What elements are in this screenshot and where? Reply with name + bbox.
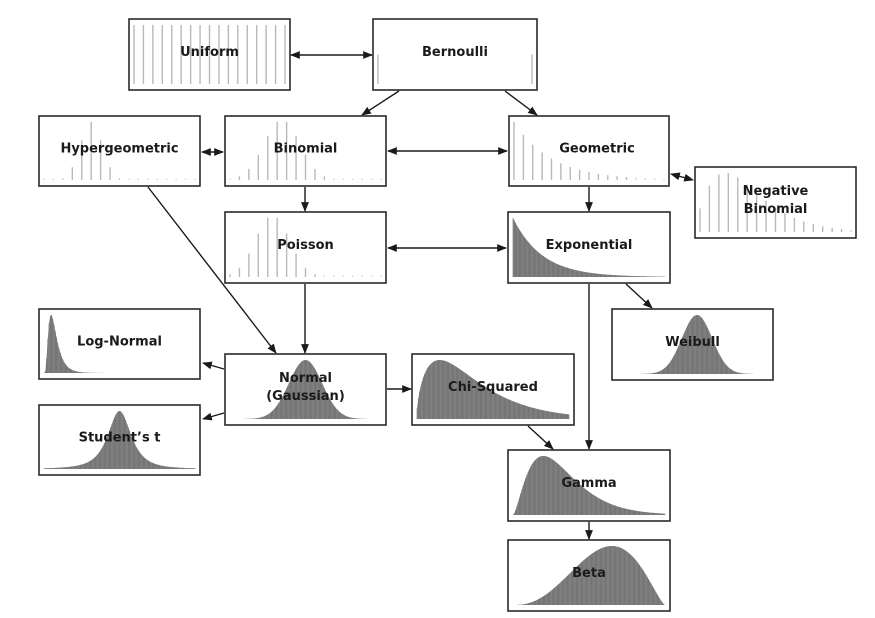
density-hatch <box>43 411 196 469</box>
node-label: (Gaussian) <box>266 389 345 404</box>
node-bernoulli: Bernoulli <box>372 18 538 91</box>
node-label: Student’s t <box>79 431 161 446</box>
edge-bernoulli-to-geometric <box>504 90 538 116</box>
node-log-normal: Log-Normal <box>38 308 201 380</box>
density-hatch <box>513 456 666 515</box>
node-box <box>372 18 538 91</box>
node-gamma: Gamma <box>507 449 671 522</box>
node-geometric: Geometric <box>508 115 670 187</box>
node-label: Hypergeometric <box>60 142 178 157</box>
node-students-t: Student’s t <box>38 404 201 476</box>
edge-exponential-to-weibull <box>625 283 653 309</box>
node-label: Poisson <box>277 238 334 253</box>
edge-hypergeometric-to-normal <box>147 186 277 354</box>
node-label: Binomial <box>744 202 808 217</box>
node-label: Exponential <box>546 238 633 253</box>
density-hatch <box>43 315 196 373</box>
node-beta: Beta <box>507 539 671 612</box>
node-label: Bernoulli <box>422 45 488 60</box>
node-poisson: Poisson <box>224 211 387 284</box>
edge-chi-squared-to-gamma <box>527 425 554 450</box>
density-hatch <box>616 315 769 374</box>
node-label: Log-Normal <box>77 335 162 350</box>
node-weibull: Weibull <box>611 308 774 381</box>
node-uniform: Uniform <box>128 18 291 91</box>
node-label: Negative <box>743 184 809 199</box>
node-chi-squared: Chi-Squared <box>411 353 575 426</box>
edges <box>147 51 694 540</box>
node-label: Binomial <box>274 142 338 157</box>
density-hatch <box>513 546 665 605</box>
node-label: Weibull <box>665 335 720 350</box>
node-hypergeometric: Hypergeometric <box>38 115 201 187</box>
edge-normal-to-log-normal <box>202 361 225 370</box>
node-label: Geometric <box>559 142 635 157</box>
node-label: Uniform <box>180 45 239 60</box>
node-exponential: Exponential <box>507 211 671 284</box>
node-normal: Normal (Gaussian) <box>224 353 387 426</box>
node-label: Beta <box>572 566 606 581</box>
node-label: Gamma <box>561 476 616 491</box>
node-label: Normal <box>279 371 332 386</box>
edge-bernoulli-to-binomial <box>361 90 400 116</box>
edge-normal-to-students-t <box>202 412 225 421</box>
node-binomial: Binomial <box>224 115 387 187</box>
density-hatch <box>416 360 570 419</box>
density-hatch <box>512 218 666 277</box>
node-label: Chi-Squared <box>448 380 538 395</box>
node-box <box>38 115 201 187</box>
edge-geometric-to-negative-binomial <box>670 172 694 182</box>
density-hatch <box>229 360 382 419</box>
